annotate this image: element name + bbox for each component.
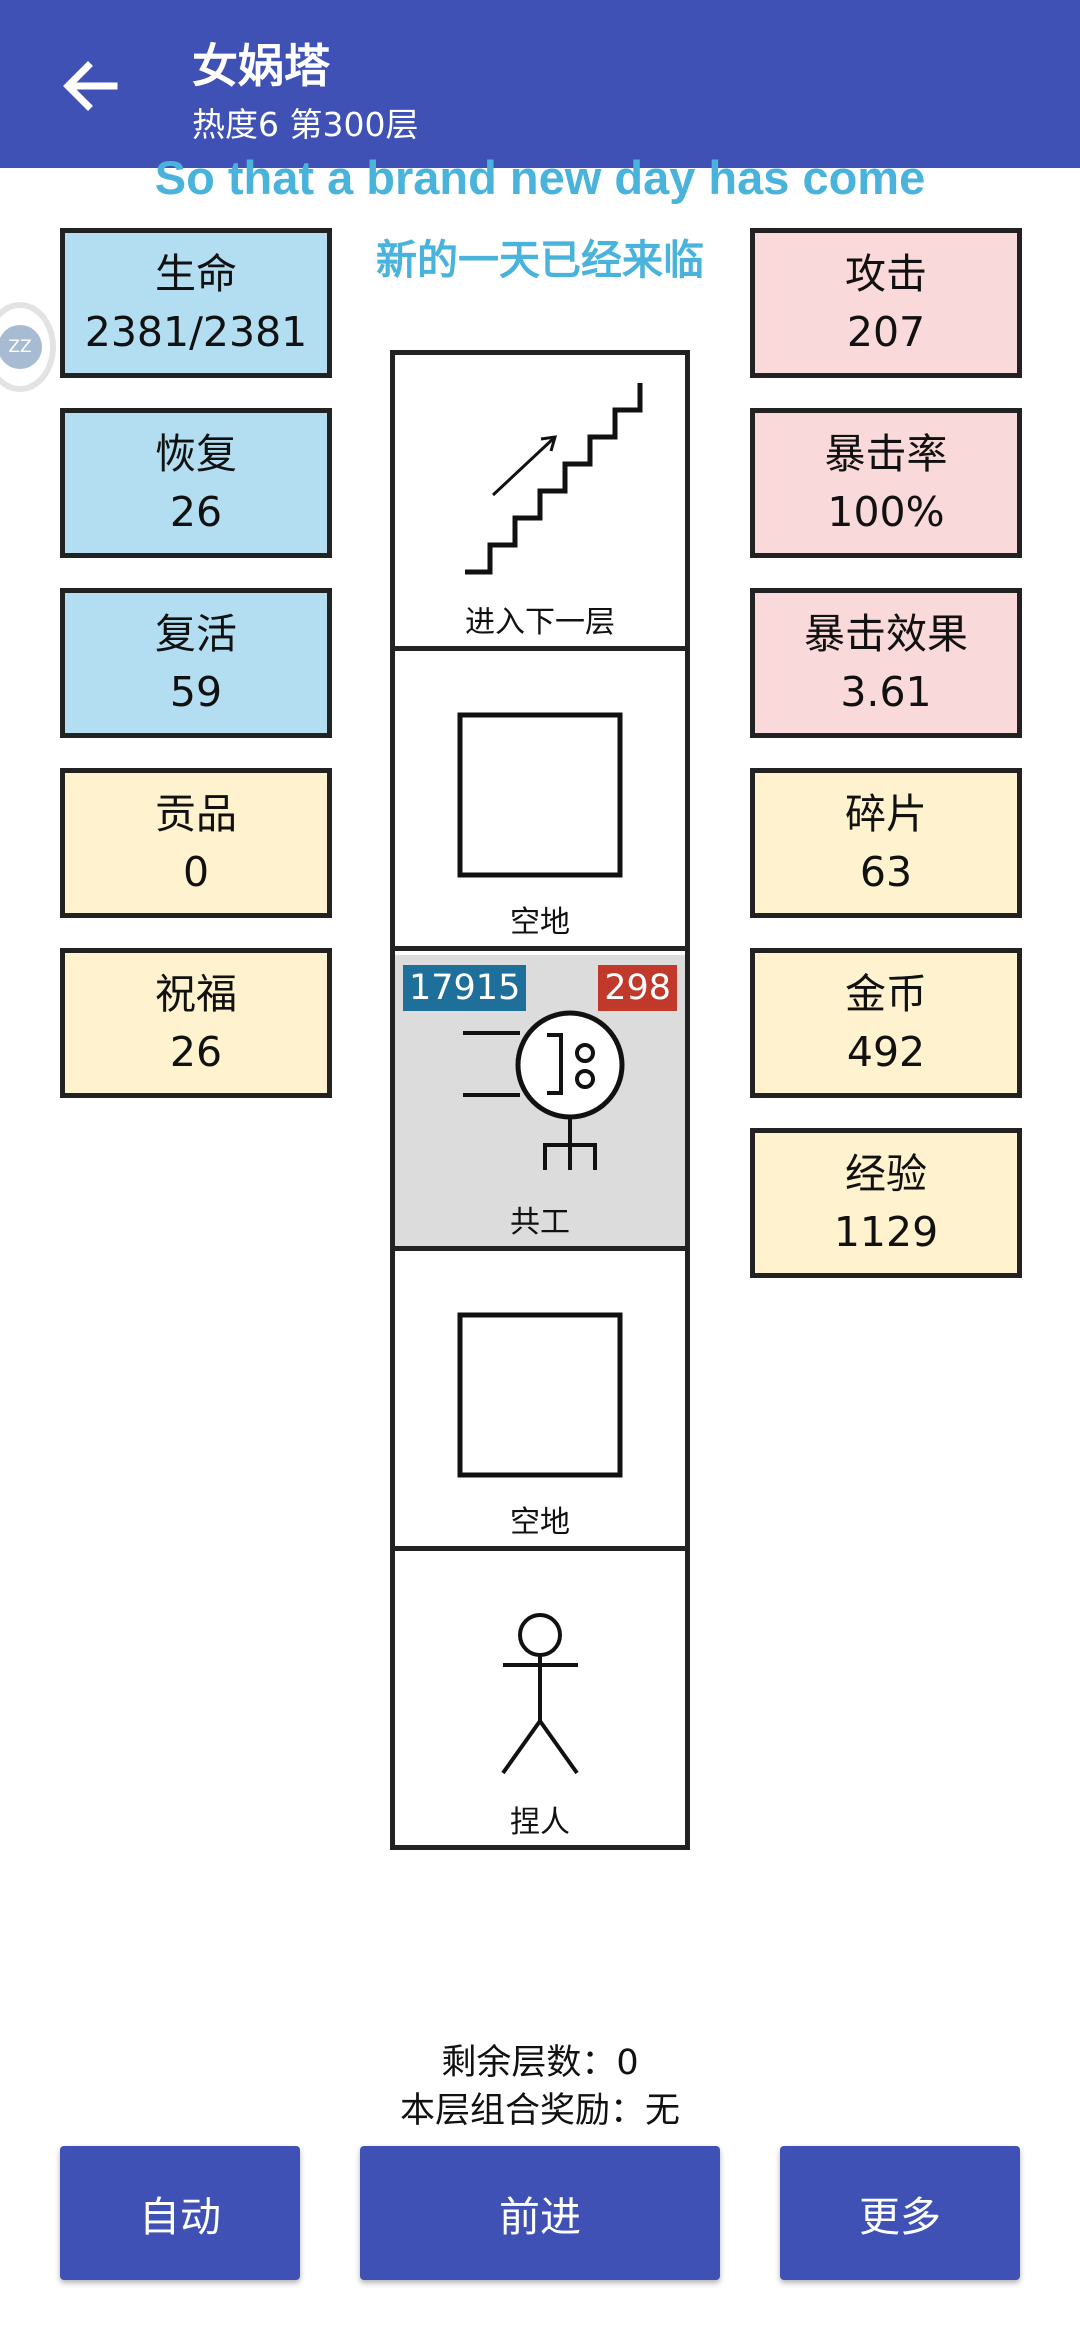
tower-column: 进入下一层 空地 17915 298 共工 空地 捏人 [390, 350, 690, 1850]
stat-crit-effect: 暴击效果 3.61 [750, 588, 1022, 738]
forward-button[interactable]: 前进 [360, 2146, 720, 2280]
stat-label: 祝福 [155, 970, 237, 1018]
stat-life: 生命 2381/2381 [60, 228, 332, 378]
stat-label: 贡品 [155, 790, 237, 838]
app-bar: 女娲塔 热度6 第300层 [0, 0, 1080, 168]
stat-value: 100% [827, 488, 945, 536]
tower-cell-empty[interactable]: 空地 [395, 1255, 685, 1551]
cell-label: 进入下一层 [465, 605, 615, 640]
stat-value: 26 [169, 488, 223, 536]
stat-value: 3.61 [840, 668, 932, 716]
stat-label: 金币 [845, 970, 927, 1018]
banner-english: So that a brand new day has come [154, 151, 926, 204]
stat-label: 恢复 [155, 430, 237, 478]
tower-cell-empty[interactable]: 空地 [395, 655, 685, 951]
floating-ball-icon: ZZ [0, 325, 42, 369]
stat-label: 复活 [155, 610, 237, 658]
tower-cell-player[interactable]: 捏人 [395, 1555, 685, 1851]
stat-value: 63 [859, 848, 913, 896]
stat-revive: 复活 59 [60, 588, 332, 738]
stat-value: 59 [169, 668, 223, 716]
stat-label: 攻击 [845, 250, 927, 298]
cell-label: 空地 [510, 905, 570, 940]
stat-value: 207 [846, 308, 926, 356]
stat-blessing: 祝福 26 [60, 948, 332, 1098]
empty-square-icon [457, 712, 623, 878]
back-button[interactable] [46, 46, 134, 126]
stat-fragments: 碎片 63 [750, 768, 1022, 918]
stat-value: 0 [182, 848, 210, 896]
stairs-icon [465, 383, 643, 575]
stat-label: 经验 [845, 1150, 927, 1198]
cell-label: 共工 [510, 1205, 570, 1240]
stat-tribute: 贡品 0 [60, 768, 332, 918]
stat-label: 暴击效果 [804, 610, 968, 658]
stat-value: 1129 [833, 1208, 939, 1256]
tower-cell-monster[interactable]: 17915 298 共工 [395, 955, 685, 1251]
banner-chinese: 新的一天已经来临 [376, 236, 704, 284]
combo-reward: 本层组合奖励：无 [399, 2091, 680, 2131]
stat-gold: 金币 492 [750, 948, 1022, 1098]
auto-button[interactable]: 自动 [60, 2146, 300, 2280]
stat-crit-rate: 暴击率 100% [750, 408, 1022, 558]
arrow-left-icon [63, 61, 118, 111]
empty-square-icon [457, 1312, 623, 1478]
floating-ball[interactable]: ZZ [0, 302, 56, 392]
stick-figure-icon [501, 1613, 579, 1775]
stat-label: 生命 [155, 250, 237, 298]
more-button[interactable]: 更多 [780, 2146, 1020, 2280]
cell-label: 空地 [510, 1505, 570, 1540]
stat-value: 26 [169, 1028, 223, 1076]
stat-attack: 攻击 207 [750, 228, 1022, 378]
stat-experience: 经验 1129 [750, 1128, 1022, 1278]
monster-attack-badge: 298 [598, 965, 677, 1011]
page-subtitle: 热度6 第300层 [192, 105, 419, 144]
stat-label: 碎片 [845, 790, 927, 838]
tower-cell-stairs[interactable]: 进入下一层 [395, 355, 685, 651]
stat-label: 暴击率 [824, 430, 948, 478]
monster-hp-badge: 17915 [403, 965, 527, 1011]
remaining-floors: 剩余层数：0 [441, 2043, 639, 2083]
page-title: 女娲塔 [192, 39, 330, 93]
stat-value: 492 [846, 1028, 926, 1076]
cell-label: 捏人 [510, 1805, 570, 1840]
monster-icon [463, 1010, 625, 1170]
stat-recovery: 恢复 26 [60, 408, 332, 558]
stat-value: 2381/2381 [84, 308, 308, 356]
